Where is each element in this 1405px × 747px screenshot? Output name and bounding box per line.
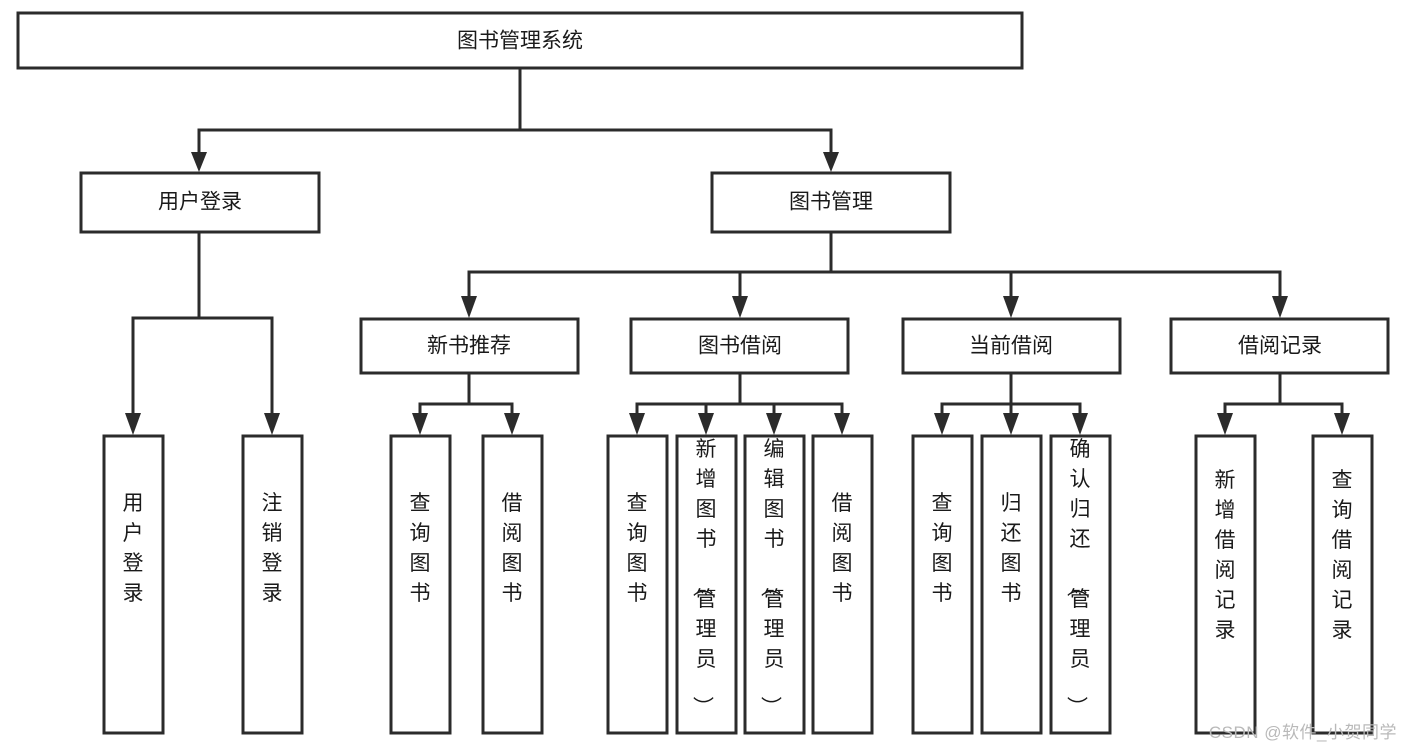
connector-borrowrecord-to-leaves	[1217, 371, 1350, 435]
leaf-node-edit-book-admin[interactable]: 编辑图书（管理员）	[743, 434, 806, 735]
leaf-query-book-current-box	[911, 434, 974, 735]
arrow-head-icon	[934, 413, 950, 435]
node-book-borrow-label: 图书借阅	[698, 335, 782, 358]
leaf-return-book-box	[980, 434, 1043, 735]
node-current-borrow[interactable]: 当前借阅	[901, 317, 1122, 375]
leaf-borrow-book-recommend-box	[481, 434, 544, 735]
leaf-node-add-book-admin[interactable]: 新增图书（管理员）	[675, 434, 738, 735]
leaf-add-book-admin-label: 新增图书（管理员）	[691, 438, 717, 717]
node-new-book-recommend[interactable]: 新书推荐	[359, 317, 580, 375]
connector-root-to-level2	[191, 66, 839, 172]
arrow-head-icon	[823, 152, 839, 172]
node-borrow-record[interactable]: 借阅记录	[1169, 317, 1390, 375]
leaf-query-borrow-record-box	[1311, 434, 1374, 735]
node-user-login-box	[79, 171, 321, 234]
leaf-add-borrow-record-box	[1194, 434, 1257, 735]
leaf-borrow-book-recommend-label: 借阅图书	[502, 492, 523, 605]
leaf-confirm-return-admin-box	[1049, 434, 1112, 735]
leaf-node-return-book[interactable]: 归还图书	[980, 434, 1043, 735]
arrow-head-icon	[629, 413, 645, 435]
arrow-head-icon	[191, 152, 207, 172]
leaf-node-borrow-book-recommend[interactable]: 借阅图书	[481, 434, 544, 735]
node-books-management-label: 图书管理	[789, 191, 873, 214]
arrow-head-icon	[1272, 296, 1288, 318]
arrow-head-icon	[264, 413, 280, 435]
arrow-head-icon	[1334, 413, 1350, 435]
leaf-return-book-label: 归还图书	[1001, 492, 1022, 605]
connector-newbook-to-leaves	[412, 371, 520, 435]
node-root-box	[16, 11, 1024, 70]
leaf-node-confirm-return-admin[interactable]: 确认归还（管理员）	[1049, 434, 1112, 735]
leaf-query-book-box	[606, 434, 669, 735]
leaf-node-borrow-book[interactable]: 借阅图书	[811, 434, 874, 735]
connector-bookborrow-to-leaves	[629, 371, 850, 435]
leaf-borrow-book-box	[811, 434, 874, 735]
leaf-query-book-current-label: 查询图书	[932, 492, 953, 605]
node-books-management-box	[710, 171, 952, 234]
leaf-query-borrow-record-label: 查询借阅记录	[1332, 469, 1353, 642]
leaf-logout-label: 注销登录	[262, 492, 283, 605]
leaf-node-query-book[interactable]: 查询图书	[606, 434, 669, 735]
arrow-head-icon	[834, 413, 850, 435]
leaf-user-login-box	[102, 434, 165, 735]
node-root-label: 图书管理系统	[457, 30, 583, 53]
leaf-node-query-book-current[interactable]: 查询图书	[911, 434, 974, 735]
arrow-head-icon	[698, 413, 714, 435]
node-user-login-label: 用户登录	[158, 191, 242, 214]
arrow-head-icon	[412, 413, 428, 435]
node-borrow-record-label: 借阅记录	[1238, 335, 1322, 358]
arrow-head-icon	[1003, 296, 1019, 318]
connector-currentborrow-to-leaves	[934, 371, 1088, 435]
leaf-user-login-label: 用户登录	[123, 492, 144, 605]
leaf-add-borrow-record-label: 新增借阅记录	[1215, 469, 1236, 642]
leaf-node-query-borrow-record[interactable]: 查询借阅记录	[1311, 434, 1374, 735]
arrow-head-icon	[125, 413, 141, 435]
arrow-head-icon	[504, 413, 520, 435]
node-user-login[interactable]: 用户登录	[79, 171, 321, 234]
node-current-borrow-box	[901, 317, 1122, 375]
arrow-head-icon	[461, 296, 477, 318]
leaf-node-user-login[interactable]: 用户登录	[102, 434, 165, 735]
connector-userlogin-to-leaves	[125, 230, 280, 435]
node-current-borrow-label: 当前借阅	[969, 335, 1053, 358]
node-books-management[interactable]: 图书管理	[710, 171, 952, 234]
leaf-edit-book-admin-box	[743, 434, 806, 735]
node-root-system[interactable]: 图书管理系统	[16, 11, 1024, 70]
leaf-query-book-recommend-label: 查询图书	[410, 492, 431, 605]
leaf-borrow-book-label: 借阅图书	[832, 492, 853, 605]
leaf-node-add-borrow-record[interactable]: 新增借阅记录	[1194, 434, 1257, 735]
arrow-head-icon	[732, 296, 748, 318]
arrow-head-icon	[1217, 413, 1233, 435]
arrow-head-icon	[1072, 413, 1088, 435]
leaf-confirm-return-admin-label: 确认归还（管理员）	[1065, 438, 1091, 717]
leaf-edit-book-admin-label: 编辑图书（管理员）	[759, 438, 785, 717]
arrow-head-icon	[1003, 413, 1019, 435]
node-borrow-record-box	[1169, 317, 1390, 375]
leaf-add-book-admin-box	[675, 434, 738, 735]
leaf-node-logout[interactable]: 注销登录	[241, 434, 304, 735]
arrow-head-icon	[766, 413, 782, 435]
leaf-logout-box	[241, 434, 304, 735]
leaf-node-query-book-recommend[interactable]: 查询图书	[389, 434, 452, 735]
leaf-query-book-label: 查询图书	[627, 492, 648, 605]
node-book-borrow-box	[629, 317, 850, 375]
connector-booksmgmt-to-level3	[461, 230, 1288, 318]
leaf-query-book-recommend-box	[389, 434, 452, 735]
node-new-book-recommend-label: 新书推荐	[427, 335, 511, 358]
node-new-book-recommend-box	[359, 317, 580, 375]
csdn-watermark: CSDN @软件_小贺同学	[1208, 723, 1397, 742]
node-book-borrow[interactable]: 图书借阅	[629, 317, 850, 375]
